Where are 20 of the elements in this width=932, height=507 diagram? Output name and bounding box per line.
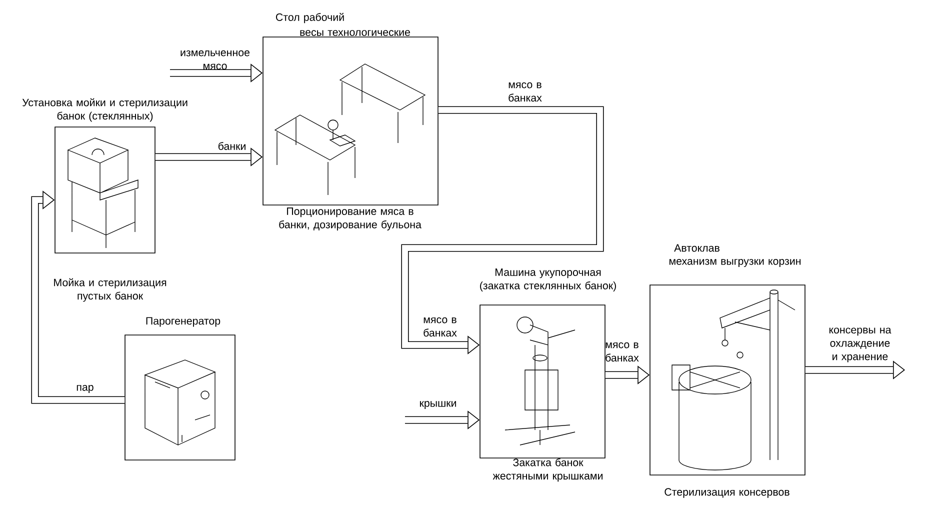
process-caption: Закатка банок жестяными крышками xyxy=(492,458,602,482)
process-caption: Мойка и стерилизация пустых банок xyxy=(54,278,166,302)
process-caption: Стерилизация консервов xyxy=(664,488,790,498)
edge-label: банки xyxy=(218,142,246,150)
flow-arrow xyxy=(31,190,125,404)
edge-label: измельченное мясо xyxy=(180,50,250,70)
edge-label: мясо в банках xyxy=(606,342,639,362)
process-caption: Порционирование мяса в банки, дозирование бульона xyxy=(279,208,422,230)
equipment-title: Парогенератор xyxy=(146,317,220,327)
equipment-title: Автоклав xyxy=(674,244,720,252)
flow-label: мясо в банках xyxy=(424,317,457,337)
edge-label: консервы на охлаждение и хранение xyxy=(829,328,892,362)
equipment-title: Установка мойки и стерилизации банок (стеклянных) xyxy=(22,98,188,122)
edge-label: крышки xyxy=(420,401,456,409)
equipment-title: механизм выгрузки корзин xyxy=(669,259,801,267)
edge-label: мясо в банках xyxy=(508,82,542,102)
edge-label: пар xyxy=(76,385,94,393)
equipment-title: весы технологические xyxy=(300,30,410,36)
equipment-title: Машина укупорочная (закатка стеклянных банок) xyxy=(480,268,616,292)
equipment-title: Стол рабочий xyxy=(276,12,344,24)
